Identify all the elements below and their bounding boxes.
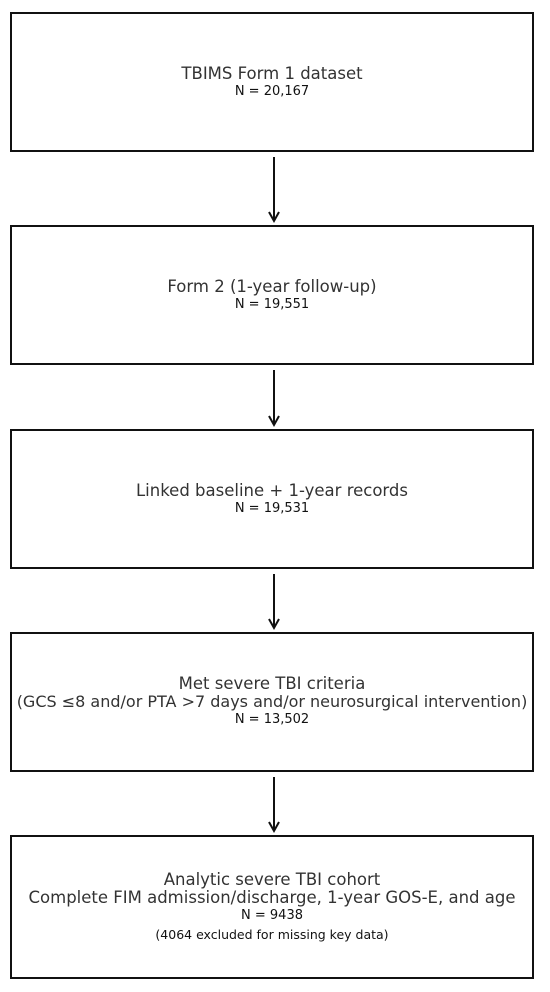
box-title: TBIMS Form 1 dataset [181, 64, 363, 83]
flow-box-form2-followup: Form 2 (1-year follow-up) N = 19,551 [10, 225, 534, 365]
box-count: N = 19,531 [234, 501, 310, 516]
box-title: Linked baseline + 1-year records [135, 481, 409, 500]
box-note: (4064 excluded for missing key data) [155, 927, 389, 942]
arrow-2-head [268, 415, 280, 428]
box-title: Met severe TBI criteria [178, 674, 366, 693]
box-count: N = 19,551 [234, 297, 310, 312]
box-count: N = 9438 [241, 908, 303, 923]
box-subtitle: Complete FIM admission/discharge, 1-year… [28, 888, 516, 907]
arrow-1-head [268, 211, 280, 224]
flow-box-severe-tbi-criteria: Met severe TBI criteria (GCS ≤8 and/or P… [10, 632, 534, 772]
flow-box-analytic-cohort: Analytic severe TBI cohort Complete FIM … [10, 835, 534, 979]
flow-box-form1-dataset: TBIMS Form 1 dataset N = 20,167 [10, 12, 534, 152]
box-title: Analytic severe TBI cohort [163, 870, 381, 889]
arrow-4-head [268, 821, 280, 834]
flow-box-linked-records: Linked baseline + 1-year records N = 19,… [10, 429, 534, 569]
box-count: N = 20,167 [234, 84, 310, 99]
box-count: N = 13,502 [234, 712, 310, 727]
arrow-3-head [268, 618, 280, 631]
box-title: Form 2 (1-year follow-up) [167, 277, 377, 296]
box-subtitle: (GCS ≤8 and/or PTA >7 days and/or neuros… [16, 692, 528, 711]
